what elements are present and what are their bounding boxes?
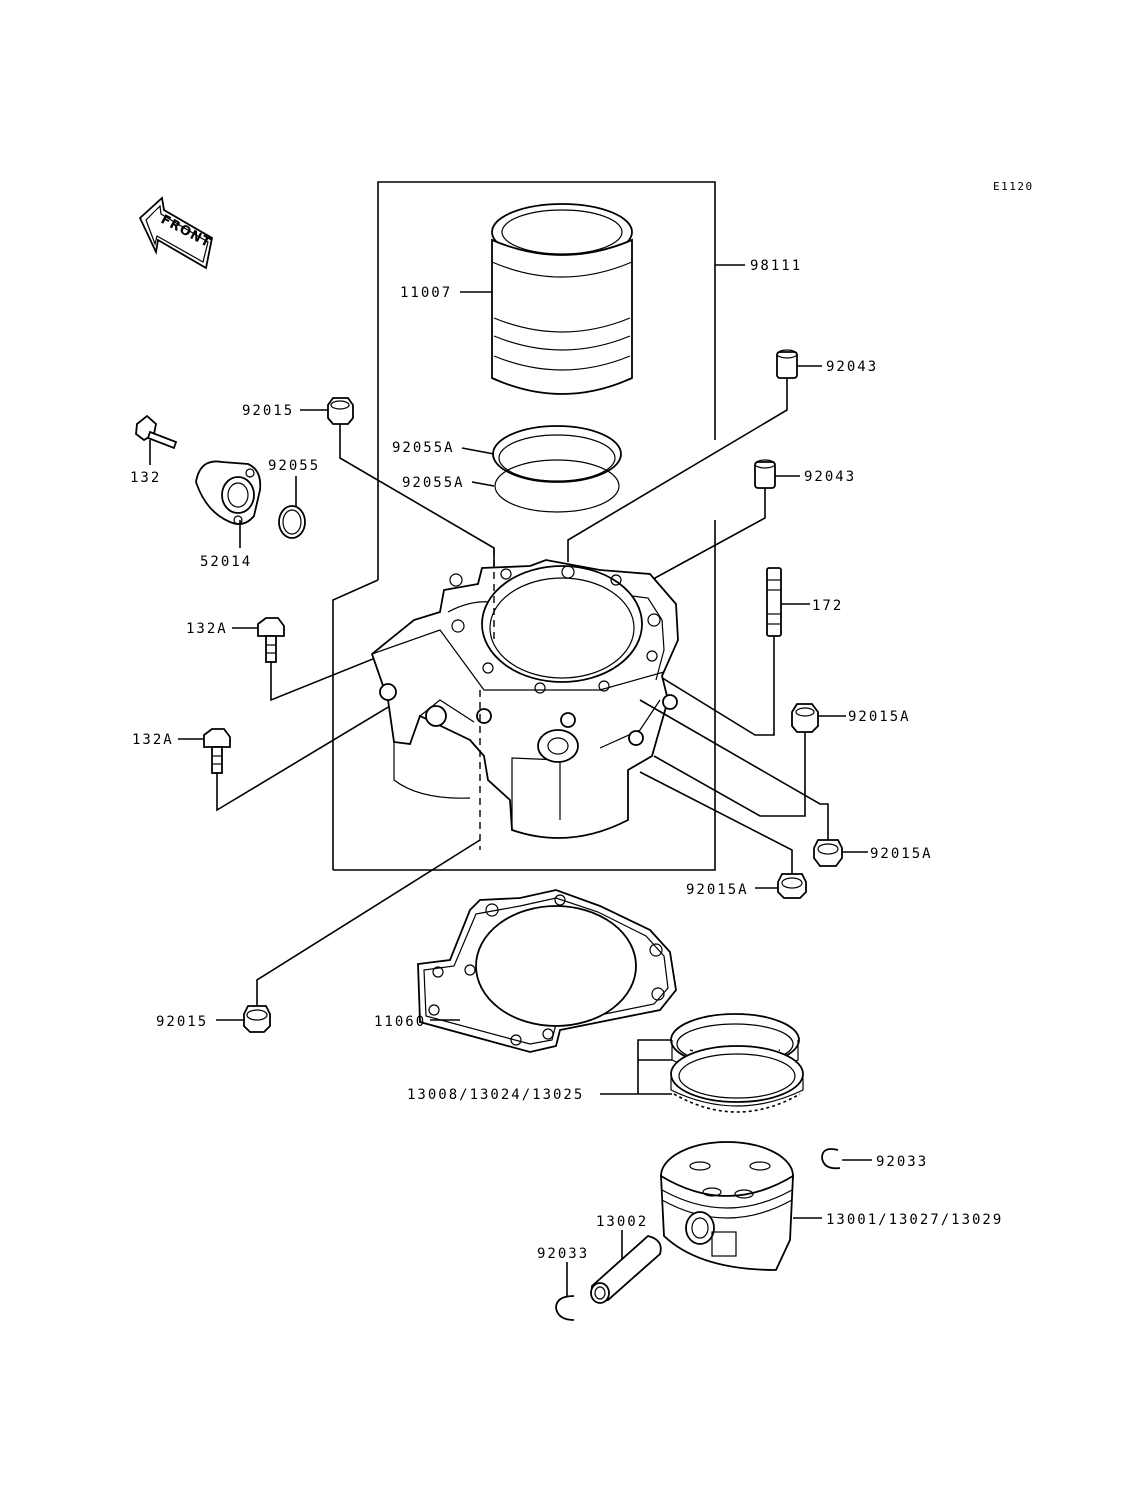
- dowel-pin-upper: [776, 349, 798, 379]
- label-92055: 92055: [268, 458, 320, 474]
- nut-92015A-right: [791, 703, 819, 733]
- label-92055A-lower: 92055A: [402, 475, 465, 491]
- cylinder-sleeve: [491, 203, 633, 395]
- label-13002: 13002: [596, 1214, 648, 1230]
- label-172: 172: [812, 598, 843, 614]
- label-132A-upper: 132A: [186, 621, 228, 637]
- label-92015-bottom: 92015: [156, 1014, 208, 1030]
- label-92033-left: 92033: [537, 1246, 589, 1262]
- label-52014: 52014: [200, 554, 252, 570]
- piston-pin: [590, 1235, 662, 1304]
- head-gasket: [417, 889, 677, 1053]
- piston: [660, 1141, 794, 1271]
- label-11007: 11007: [400, 285, 452, 301]
- o-ring-92055: [278, 505, 306, 539]
- nut-92015A-bottom: [777, 873, 807, 899]
- label-92015-top: 92015: [242, 403, 294, 419]
- label-92015A-front: 92015A: [870, 846, 933, 862]
- label-piston-rings: 13008/13024/13025: [407, 1087, 584, 1103]
- label-98111: 98111: [750, 258, 802, 274]
- o-ring-lower: [494, 459, 620, 513]
- label-92033-right: 92033: [876, 1154, 928, 1170]
- label-92043-lower: 92043: [804, 469, 856, 485]
- label-11060: 11060: [374, 1014, 426, 1030]
- water-fitting: [195, 460, 262, 525]
- cylinder-block: [370, 559, 679, 839]
- label-92055A-upper: 92055A: [392, 440, 455, 456]
- assembly-bracket: [332, 181, 745, 871]
- bolt-132: [135, 414, 178, 450]
- bolt-132A-lower: [203, 728, 231, 774]
- nut-92015-bottom: [243, 1005, 271, 1033]
- label-92043-upper: 92043: [826, 359, 878, 375]
- stud-bolt: [766, 567, 782, 637]
- piston-ring-set: [670, 1013, 804, 1113]
- dowel-pin-lower: [754, 459, 776, 489]
- circlip-right: [821, 1148, 841, 1170]
- nut-92015A-front: [813, 839, 843, 867]
- label-132A-lower: 132A: [132, 732, 174, 748]
- diagram-code: E1120: [993, 180, 1034, 193]
- label-92015A-right: 92015A: [848, 709, 911, 725]
- front-arrow-icon: FRONT: [138, 196, 213, 270]
- label-piston: 13001/13027/13029: [826, 1212, 1003, 1228]
- label-92015A-bottom: 92015A: [686, 882, 749, 898]
- bolt-132A-upper: [257, 617, 285, 663]
- nut-92015-top: [327, 397, 354, 425]
- o-ring-upper: [492, 425, 622, 483]
- label-132: 132: [130, 470, 161, 486]
- circlip-left: [555, 1295, 575, 1321]
